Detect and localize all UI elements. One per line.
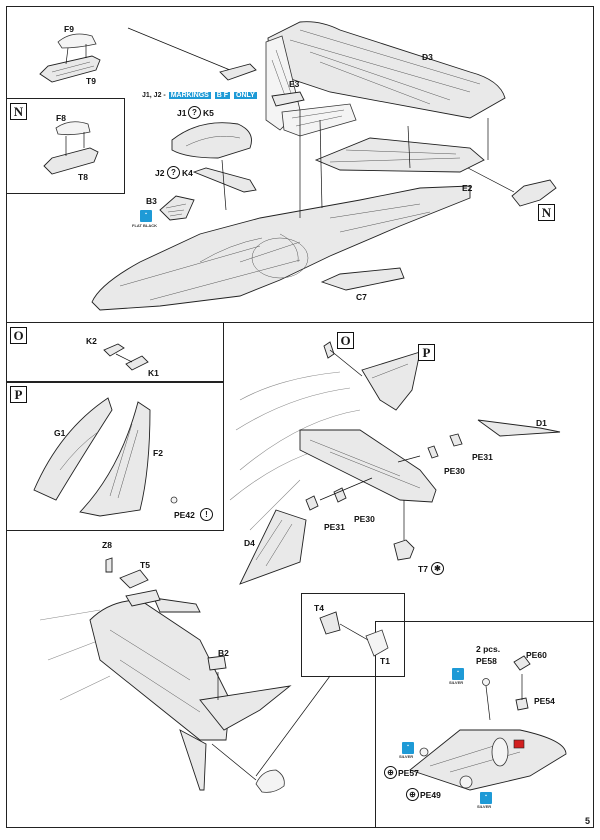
glue-dot-icon: ⊕ [384,766,397,779]
label-t4: T4 [314,603,324,613]
fuselage-lower-drawing [39,557,292,793]
callout-bf: B F [214,92,231,99]
label-d3: D3 [422,52,433,62]
label-g1: G1 [54,428,66,438]
box-detail-bottom-right [375,621,594,828]
paint-badge-silver-caption: SILVER [477,804,492,809]
label-b3: B3 [146,196,157,206]
label-f2: F2 [153,448,163,458]
callout-only: ONLY [234,92,257,99]
paint-badge-icon: ▪ [402,742,414,754]
box-p [6,382,224,531]
label-c7: C7 [356,292,367,302]
optional-part-icon: ? [167,166,180,179]
paint-badge-icon: ▪ [140,210,152,222]
canopy-f9-t9-drawing [39,27,231,83]
section-marker-p-main: P [418,344,435,361]
section-marker-n-top: N [10,103,27,120]
label-pe30-a: PE30 [444,466,465,476]
label-t9: T9 [86,76,96,86]
canopy-f8-t8-drawing [43,121,99,175]
label-j1: J1 [177,108,187,118]
box-n-top [6,98,125,194]
glue-dot-icon: ! [200,508,213,521]
label-pe31-a: PE31 [472,452,493,462]
paint-badge-silver-caption: SILVER [449,680,464,685]
label-j2: J2 [155,168,165,178]
section-marker-p-box: P [10,386,27,403]
pod-detail-drawing [409,655,567,791]
page-number: 5 [584,816,590,826]
section-marker-o-box: O [10,327,27,344]
callout-prefix: J1, J2 - [142,92,166,99]
label-pe57: PE57 [398,768,419,778]
label-t8: T8 [78,172,88,182]
label-pe54: PE54 [534,696,555,706]
box-o [6,322,224,382]
label-f9: F9 [64,24,74,34]
label-k5: K5 [203,108,214,118]
parts-t4-t1-drawing [255,611,389,777]
label-e3: E3 [289,79,300,89]
paint-badge-icon: ▪ [480,792,492,804]
fuselage-rear-drawing [229,341,561,585]
callout-markings: MARKINGS [168,92,211,99]
fairings-j1-j2-drawing [171,122,257,211]
optional-part-icon: ? [188,106,201,119]
markings-callout: J1, J2 - MARKINGS B F ONLY [142,90,258,101]
label-d1: D1 [536,418,547,428]
part-e3-drawing [219,63,357,137]
label-t7: T7 [418,564,428,574]
label-pe31-b: PE31 [324,522,345,532]
part-b3-drawing [159,195,195,221]
label-k4: K4 [182,168,193,178]
label-b2: B2 [218,648,229,658]
label-k1: K1 [148,368,159,378]
label-pe30-b: PE30 [354,514,375,524]
label-pe42: PE42 [174,510,195,520]
box-t4-inset [301,593,405,677]
label-t5: T5 [140,560,150,570]
label-k2: K2 [86,336,97,346]
label-e2: E2 [462,183,473,193]
glue-dot-icon: ⊕ [406,788,419,801]
label-2-pcs: 2 pcs. [476,644,501,654]
wing-e2-drawing [314,118,557,207]
label-z8: Z8 [102,540,112,550]
section-marker-n-right: N [538,204,555,221]
label-t1: T1 [380,656,390,666]
parts-k1-k2-drawing [103,343,149,371]
label-pe49: PE49 [420,790,441,800]
paint-badge-b3-caption: FLAT BLACK [132,223,158,228]
remove-part-icon: ✱ [431,562,444,575]
paint-badge-icon: ▪ [452,668,464,680]
label-d4: D4 [244,538,255,548]
section-marker-o-main: O [337,332,354,349]
divider-top [6,322,594,323]
paint-badge-silver-caption: SILVER [399,754,414,759]
label-pe58: PE58 [476,656,497,666]
label-f8: F8 [56,113,66,123]
fuselage-main-drawing [91,110,471,311]
label-pe60: PE60 [526,650,547,660]
parts-g1-f2-drawing [33,397,178,517]
